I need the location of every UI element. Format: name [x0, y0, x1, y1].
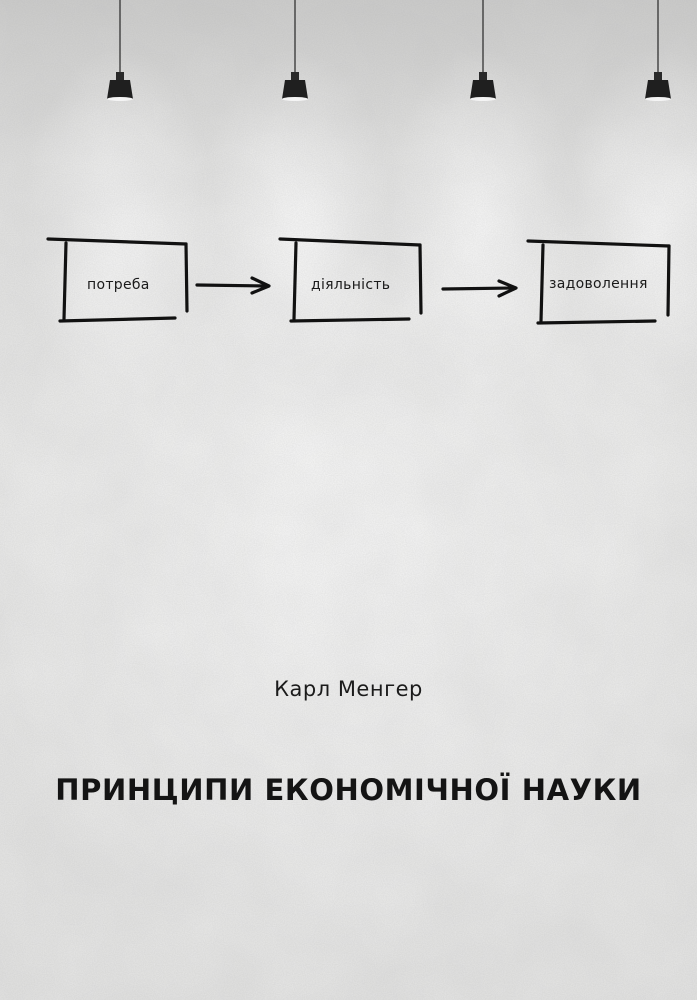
box-label-activity: діяльність: [311, 277, 391, 293]
ceiling-lamp-icon: [107, 0, 133, 101]
flow-diagram-strokes: [46, 237, 671, 325]
ceiling-lamp-icon: [282, 0, 308, 101]
ceiling-lamp-icon: [645, 0, 671, 101]
flow-diagram: потреба діяльність задоволення: [0, 225, 697, 345]
box-label-need: потреба: [87, 277, 150, 293]
box-frame: [526, 239, 671, 325]
arrow-right-icon: [195, 276, 271, 295]
box-label-satisfaction: задоволення: [549, 276, 648, 292]
author-name: Карл Менгер: [274, 677, 423, 701]
box-frame: [46, 237, 189, 323]
book-title: ПРИНЦИПИ ЕКОНОМІЧНОЇ НАУКИ: [55, 773, 642, 807]
arrow-right-icon: [441, 279, 518, 298]
ceiling-lamp-icon: [470, 0, 496, 101]
ceiling-lamps: [107, 0, 671, 101]
box-frame: [278, 237, 423, 323]
